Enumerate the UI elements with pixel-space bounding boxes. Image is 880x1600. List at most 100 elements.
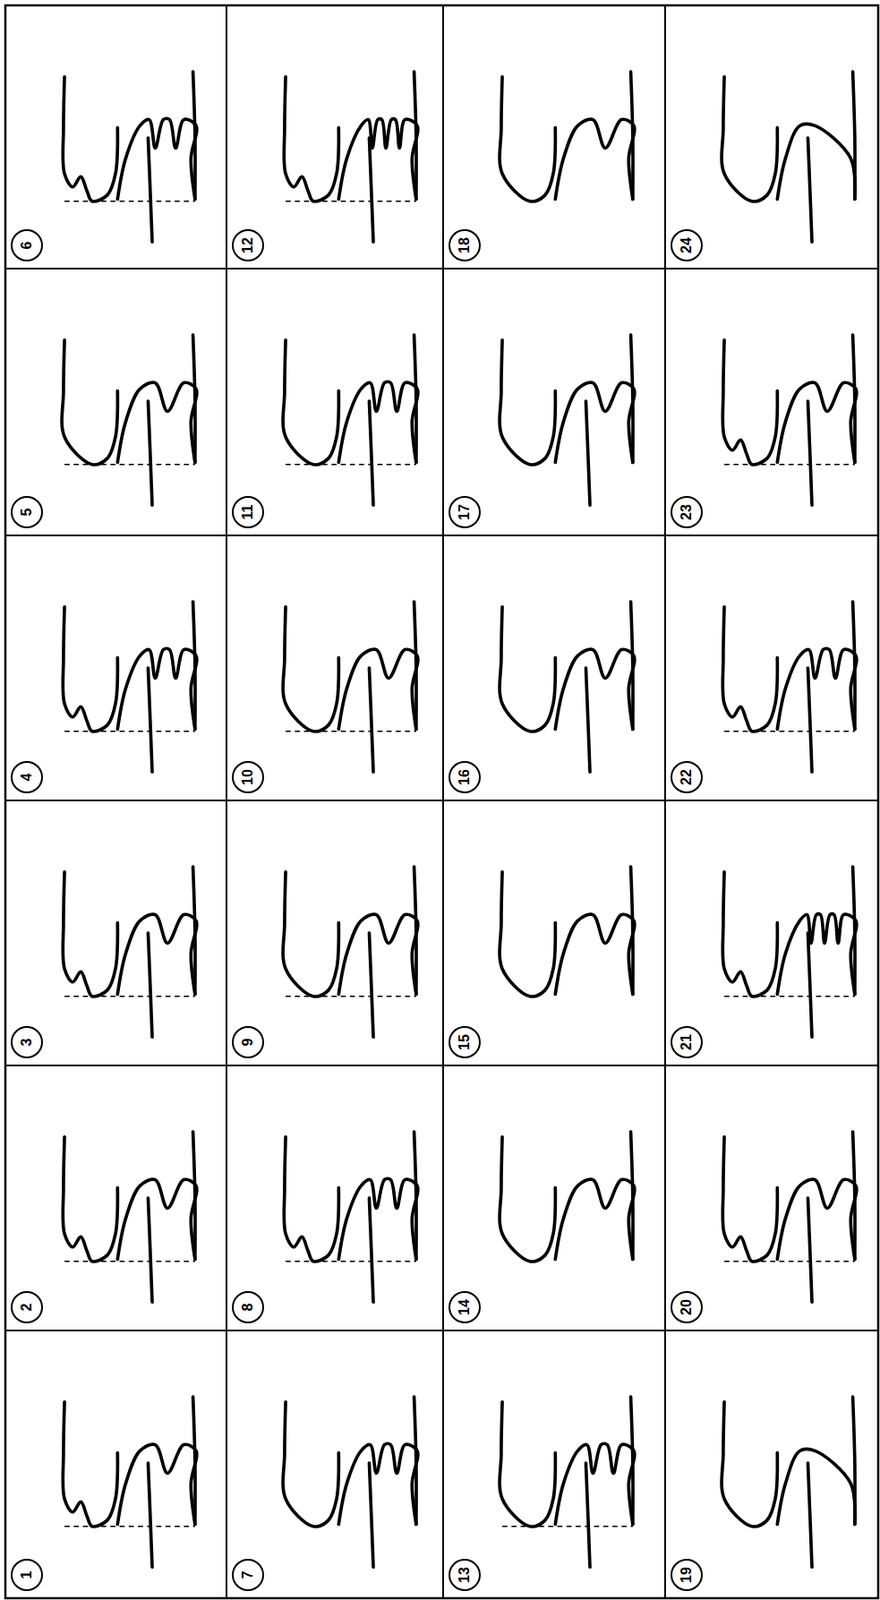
glyph-stroke: [631, 334, 633, 462]
glyph-stroke: [283, 76, 339, 202]
glyph-stroke: [631, 601, 633, 729]
callout-circle: 1: [10, 1558, 43, 1591]
callout-circle: 20: [670, 1290, 703, 1324]
callout-number: 12: [240, 237, 256, 254]
glyph-figure: [62, 866, 197, 1037]
glyph-stroke: [777, 914, 857, 995]
callout-number: 10: [240, 768, 256, 786]
glyph-figure: [499, 71, 635, 202]
glyph-stroke: [193, 1131, 196, 1259]
callout-number: 5: [19, 508, 35, 517]
grid-line: [5, 267, 879, 270]
callout-number: 20: [679, 1298, 694, 1316]
dashed-guide: [64, 995, 196, 998]
callout-circle: 7: [231, 1558, 265, 1591]
glyph-stroke: [193, 1396, 196, 1524]
glyph-stroke: [853, 71, 855, 199]
callout-circle: 16: [448, 760, 481, 794]
grid-line: [5, 799, 879, 802]
dashed-guide: [285, 995, 417, 998]
dashed-guide: [724, 995, 855, 998]
glyph-stroke: [368, 1197, 374, 1302]
glyph-figure: [499, 334, 635, 505]
glyph-stroke: [117, 648, 197, 729]
glyph-stroke: [282, 871, 339, 997]
glyph-stroke: [368, 137, 374, 242]
dashed-guide: [64, 1260, 196, 1263]
callout-number: 13: [457, 1566, 472, 1583]
glyph-stroke: [368, 1462, 374, 1567]
glyph-figure: [62, 1131, 197, 1302]
callout-number: 2: [19, 1303, 35, 1312]
glyph-stroke: [777, 382, 857, 462]
glyph-stroke: [853, 866, 855, 994]
callout-number: 18: [457, 237, 472, 254]
dashed-guide: [285, 200, 417, 203]
glyph-stroke: [499, 606, 556, 732]
dashed-guide: [64, 1525, 196, 1528]
callout-number: 24: [679, 237, 694, 254]
glyph-stroke: [414, 601, 417, 729]
callout-number: 1: [19, 1571, 35, 1580]
glyph-stroke: [807, 1197, 812, 1302]
callout-circle: 2: [10, 1290, 43, 1324]
glyph-stroke: [555, 119, 635, 199]
dashed-guide: [64, 730, 196, 733]
callout-number: 8: [240, 1303, 256, 1312]
callout-circle: 3: [10, 1025, 43, 1059]
glyph-stroke: [777, 123, 855, 199]
glyph-stroke: [338, 119, 419, 200]
glyph-stroke: [282, 1401, 339, 1527]
grid-line: [5, 1329, 879, 1332]
glyph-stroke: [283, 1136, 339, 1262]
glyph-stroke: [777, 1179, 857, 1259]
glyph-stroke: [414, 1131, 417, 1259]
callout-number: 16: [457, 768, 472, 786]
callout-circle: 15: [448, 1025, 481, 1059]
glyph-stroke: [777, 1448, 855, 1524]
glyph-stroke: [807, 401, 812, 505]
glyph-stroke: [62, 76, 118, 202]
callout-circle: 11: [231, 495, 265, 529]
glyph-figure: [499, 601, 635, 772]
callout-circle: 14: [448, 1290, 481, 1324]
glyph-stroke: [147, 932, 153, 1037]
dashed-guide: [285, 463, 417, 466]
callout-circle: 10: [231, 760, 265, 794]
glyph-stroke: [499, 1401, 556, 1527]
glyph-stroke: [147, 401, 153, 505]
glyph-stroke: [807, 667, 812, 772]
callout-circle: 9: [231, 1025, 265, 1059]
glyph-stroke: [499, 76, 556, 202]
glyph-figure: [721, 1396, 855, 1567]
cell-grid: [5, 5, 879, 1598]
glyph-stroke: [117, 1179, 197, 1259]
callout-number: 15: [457, 1033, 472, 1051]
callout-number: 14: [457, 1298, 472, 1316]
grid-line: [5, 534, 879, 537]
glyph-stroke: [555, 382, 635, 462]
glyph-figure: [62, 601, 197, 772]
glyph-stroke: [499, 1136, 556, 1262]
callout-number: 19: [679, 1566, 694, 1583]
callout-circle: 8: [231, 1290, 265, 1324]
glyph-stroke: [117, 382, 197, 462]
glyph-stroke: [631, 1131, 633, 1259]
glyph-stroke: [414, 1396, 417, 1524]
dashed-guide: [724, 730, 855, 733]
glyph-figure: [282, 866, 419, 1037]
glyph-stroke: [631, 71, 633, 199]
glyph-stroke: [555, 649, 635, 729]
glyph-figure: [62, 71, 197, 242]
callout-circle: 24: [670, 229, 703, 262]
glyph-stroke: [631, 866, 633, 994]
glyph-figure: [283, 1131, 419, 1302]
glyph-figure: [721, 71, 855, 242]
glyph-figure: [62, 1396, 197, 1567]
callout-number: 6: [19, 241, 35, 250]
glyph-stroke: [147, 1197, 153, 1302]
glyph-stroke: [585, 401, 590, 505]
glyph-stroke: [722, 871, 778, 997]
glyph-stroke: [722, 1136, 778, 1262]
